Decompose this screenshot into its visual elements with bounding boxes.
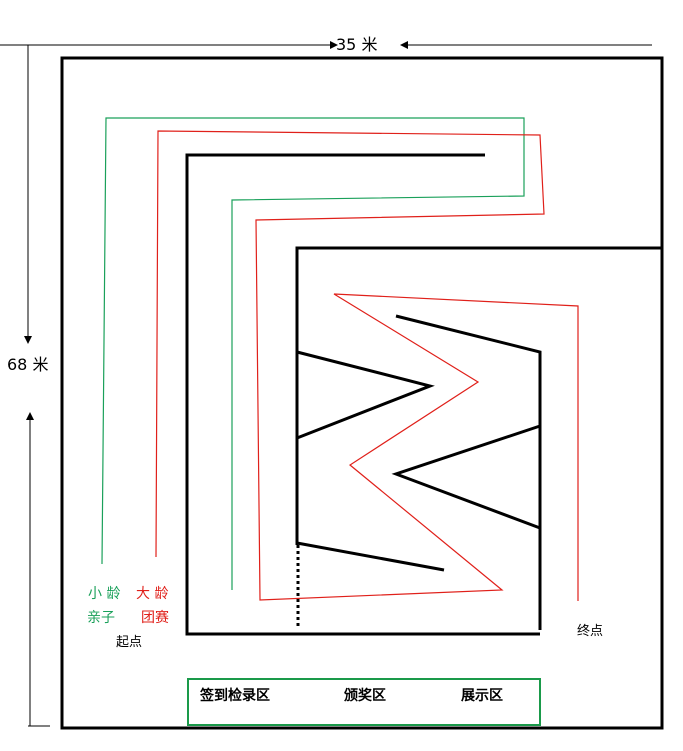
width-dimension: 35 米: [0, 35, 652, 54]
height-arrowhead-down-icon: [24, 336, 32, 344]
zigzag-wall-right-2: [391, 424, 541, 530]
height-arrowhead-up-icon: [26, 412, 34, 420]
width-arrowhead-right-icon: [330, 41, 338, 49]
green-route-label-line1: 小 龄: [88, 586, 120, 602]
field-boundary: [60, 56, 664, 730]
zone-award-label: 颁奖区: [344, 687, 386, 704]
zigzag-wall-bottom: [296, 541, 445, 572]
zigzag-wall-left-1: [296, 350, 435, 440]
zone-checkin-label: 签到检录区: [199, 687, 270, 704]
zone-display-label: 展示区: [461, 688, 503, 704]
green-route-label-line2: 亲子: [87, 610, 115, 626]
height-label: 68 米: [7, 355, 48, 374]
barrier-walls: [185, 153, 662, 636]
width-arrowhead-left-icon: [400, 41, 408, 49]
bottom-zone-box: [187, 678, 541, 726]
width-label: 35 米: [336, 35, 377, 54]
green-route-outer: [101, 117, 525, 590]
outer-l-wall: [185, 153, 540, 636]
start-label: 起点: [116, 635, 142, 650]
red-route: [155, 130, 579, 601]
inner-box-wall: [295, 246, 662, 545]
height-dimension: 68 米: [7, 44, 52, 727]
red-route-label-line1: 大 龄: [136, 586, 168, 602]
green-route: [101, 117, 525, 590]
end-label: 终点: [577, 623, 603, 639]
red-route-path: [155, 130, 579, 601]
red-route-label-line2: 团赛: [141, 610, 169, 626]
zigzag-wall-right: [395, 314, 542, 630]
